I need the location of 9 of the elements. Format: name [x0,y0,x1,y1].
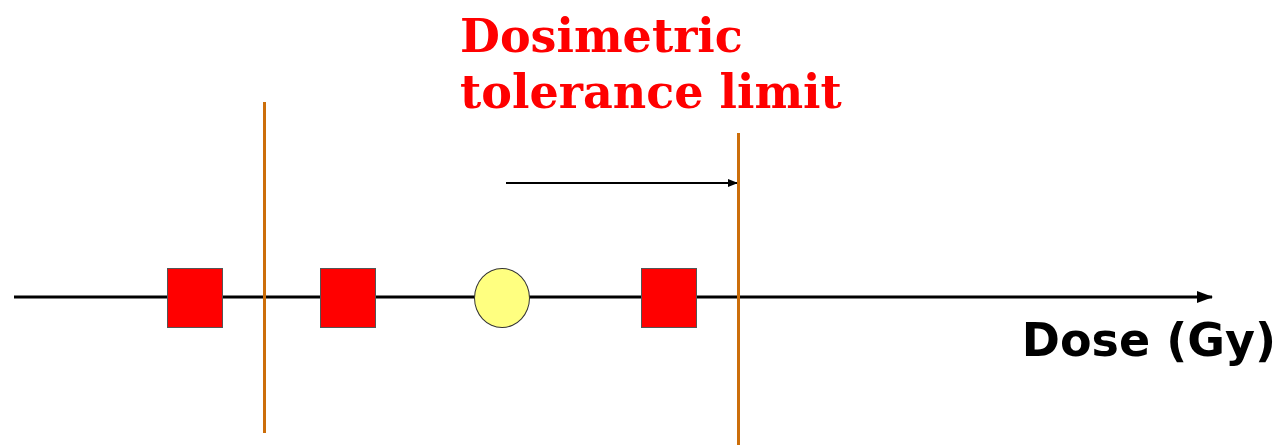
marker-square [167,268,223,328]
vertical-line [737,133,740,445]
marker-square [641,268,697,328]
vertical-line [263,102,266,433]
axis-label: Dose (Gy) [1021,312,1276,368]
arrow [505,179,738,187]
marker-square [320,268,376,328]
marker-circle [474,268,530,328]
limit-label: Dosimetric tolerance limit [460,8,843,120]
